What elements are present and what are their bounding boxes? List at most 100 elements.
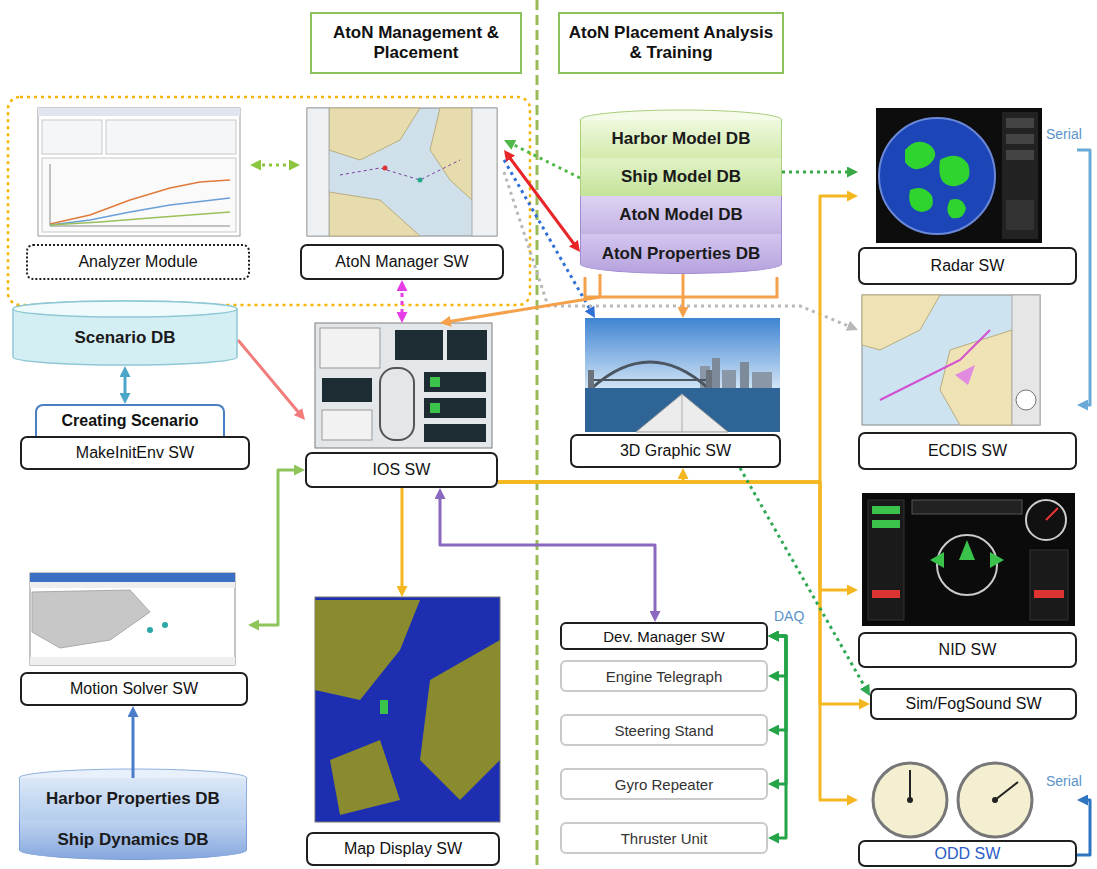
database-layer: AtoN Properties DB — [580, 234, 782, 274]
node-text: AtoN Management & Placement — [320, 23, 512, 64]
analyzer-screenshot-part — [50, 198, 230, 225]
section-header: AtoN Placement Analysis & Training — [558, 12, 784, 74]
node-text: Harbor Properties DB — [46, 789, 220, 809]
ecdis-screenshot-part — [955, 365, 975, 385]
ios-screenshot-part — [395, 330, 443, 360]
ios-screenshot-part — [315, 323, 492, 448]
nid-screenshot-part — [872, 506, 900, 514]
label-box: Scenario DB — [12, 300, 238, 366]
ios-screenshot-part — [322, 410, 372, 440]
analyzer-screenshot — [38, 108, 240, 236]
odd-gauges-part — [992, 797, 998, 803]
aton-manager-screenshot-part — [307, 108, 329, 236]
node-text: Gyro Repeater — [615, 776, 713, 793]
ecdis-screenshot-part — [862, 295, 940, 350]
node-text: Steering Stand — [614, 722, 713, 739]
connector-arrow — [773, 636, 786, 784]
analyzer-screenshot-part — [42, 158, 236, 232]
radar-screenshot-part — [1002, 112, 1038, 239]
3d-view-screenshot-part — [706, 370, 712, 388]
connector-arrow — [773, 636, 786, 838]
label-box: MakeInitEnv SW — [20, 436, 250, 470]
motion-solver-screenshot-part — [30, 573, 235, 582]
analyzer-screenshot-part — [50, 226, 230, 227]
software-module: ECDIS SW — [858, 295, 1077, 470]
bus-label-text: DAQ — [774, 608, 804, 624]
odd-gauges-part — [995, 782, 1018, 800]
nid-screenshot-part — [1030, 550, 1068, 620]
cylinder-top — [13, 301, 237, 317]
odd-gauges-part — [873, 763, 947, 837]
3d-view-screenshot-part — [722, 370, 736, 388]
label-box: Ship Model DB — [580, 158, 782, 196]
connector-arrow — [682, 274, 685, 313]
node-text: NID SW — [939, 641, 997, 659]
software-module: Dev. Manager SW — [560, 622, 768, 650]
nid-screenshot — [862, 493, 1075, 626]
motion-solver-screenshot — [30, 573, 235, 665]
label-box: Map Display SW — [306, 832, 500, 866]
management-region-outline — [8, 97, 530, 305]
analyzer-screenshot-part — [50, 212, 230, 225]
node-text: ODD SW — [935, 845, 1001, 863]
connector-arrow — [255, 164, 295, 167]
node-text: Dev. Manager SW — [603, 628, 724, 645]
map-display-screenshot-part — [330, 740, 400, 815]
nid-screenshot-part — [872, 520, 900, 528]
3d-view-screenshot-part — [752, 372, 772, 388]
connector-arrow — [498, 482, 853, 800]
label-box: Creating Scenario — [35, 404, 225, 436]
motion-solver-screenshot-part — [32, 590, 150, 648]
label-box: Motion Solver SW — [20, 672, 248, 706]
odd-gauges-part — [909, 770, 911, 800]
label-box: Harbor Model DB — [580, 120, 782, 158]
section-divider-part — [536, 0, 539, 869]
label-box: 3D Graphic SW — [570, 434, 781, 468]
3d-view-screenshot-part — [740, 362, 749, 388]
ios-screenshot-part — [320, 328, 380, 368]
database-layer: Harbor Model DB — [580, 120, 782, 158]
radar-screenshot-part — [1006, 150, 1034, 160]
label-box: Engine Telegraph — [560, 660, 768, 692]
hardware-device: Thruster Unit — [560, 822, 768, 854]
connector-arrow — [498, 196, 853, 482]
db-bracket — [585, 277, 777, 297]
3d-view-screenshot-part — [712, 358, 720, 388]
label-box: Steering Stand — [560, 714, 768, 746]
radar-screenshot-part — [1006, 118, 1034, 128]
3d-view-screenshot-part — [588, 370, 594, 388]
node-text: AtoN Manager SW — [335, 253, 468, 271]
software-module: Map Display SW — [306, 597, 500, 866]
label-box: Dev. Manager SW — [560, 622, 768, 650]
edge-label: Serial — [1044, 126, 1084, 142]
ios-screenshot-part — [380, 368, 414, 440]
connector-arrow — [132, 711, 135, 778]
ios-screenshot — [315, 323, 492, 448]
aton-manager-screenshot-part — [430, 108, 472, 200]
node-text: ECDIS SW — [928, 442, 1007, 460]
ios-screenshot-part — [322, 378, 372, 402]
label-box: Ship Dynamics DB — [19, 820, 247, 860]
label-box: IOS SW — [305, 452, 498, 488]
hardware-device: Engine Telegraph — [560, 660, 768, 692]
node-text: Radar SW — [931, 257, 1005, 275]
radar-screenshot-part — [909, 188, 933, 212]
node-text: Harbor Model DB — [612, 129, 751, 149]
ecdis-screenshot-part — [1012, 295, 1040, 425]
3d-view-screenshot-part — [592, 362, 708, 388]
map-display-screenshot-part — [315, 597, 500, 822]
3d-view-screenshot — [585, 318, 780, 432]
ios-screenshot-part — [424, 424, 486, 442]
3d-view-screenshot-part — [590, 379, 712, 381]
label-box: AtoN Properties DB — [580, 234, 782, 274]
connector-arrow — [507, 154, 577, 248]
map-display-screenshot — [315, 597, 500, 822]
edge-label: Serial — [1044, 773, 1084, 789]
nid-screenshot-part — [1026, 500, 1066, 540]
node-text: Engine Telegraph — [606, 668, 722, 685]
db-bracket-part — [585, 277, 777, 297]
nid-screenshot-part — [937, 535, 997, 595]
odd-gauges-part — [958, 763, 1032, 837]
ecdis-screenshot-part — [1016, 390, 1036, 410]
